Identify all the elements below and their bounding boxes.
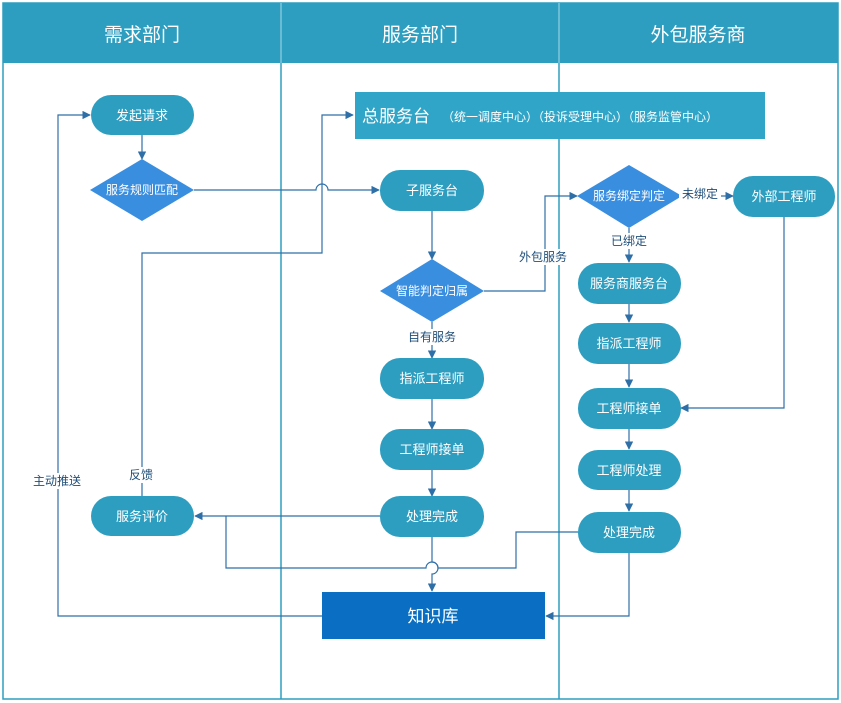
- node-dispatch-1-label: 指派工程师: [399, 372, 464, 387]
- node-dispatch-2[interactable]: [578, 323, 681, 364]
- node-knowledge-base[interactable]: [322, 592, 545, 639]
- node-dispatch-2-label: 指派工程师: [596, 337, 661, 352]
- edge-kb-push-to-initiate: [57, 110, 322, 617]
- node-main-desk[interactable]: [355, 92, 765, 139]
- node-evaluate[interactable]: [91, 496, 194, 536]
- lane-title-service: 服务部门: [382, 24, 458, 46]
- node-binding-label: 服务绑定判定: [593, 188, 665, 203]
- node-accept-2[interactable]: [578, 388, 681, 429]
- node-external-engineer[interactable]: [733, 176, 835, 217]
- node-main-desk-label: 总服务台: [362, 107, 430, 127]
- node-initiate-label: 发起请求: [116, 108, 168, 124]
- edge-feedback-to-main-desk: [141, 110, 354, 496]
- edge-external-to-accept2: [680, 217, 785, 413]
- node-evaluate-label: 服务评价: [116, 509, 168, 525]
- node-rule-match-label: 服务规则匹配: [106, 182, 178, 197]
- node-smart-judge-label: 智能判定归属: [396, 283, 468, 298]
- lane-title-demand: 需求部门: [104, 24, 180, 46]
- node-rule-match[interactable]: [90, 159, 194, 221]
- node-accept-1-label: 工程师接单: [399, 442, 464, 458]
- edge-judge-to-binding: [484, 191, 578, 292]
- label-unbound: 未绑定: [682, 186, 718, 201]
- node-sub-desk-label: 子服务台: [406, 183, 458, 199]
- node-done-2-label: 处理完成: [603, 526, 655, 541]
- label-feedback: 反馈: [129, 468, 153, 482]
- node-process-2[interactable]: [578, 450, 681, 490]
- node-vendor-desk-label: 服务商服务台: [590, 276, 668, 292]
- label-bound: 已绑定: [611, 233, 647, 248]
- node-done-1[interactable]: [380, 496, 484, 537]
- edge-vendor-done-to-kb: [545, 553, 630, 621]
- node-process-2-label: 工程师处理: [596, 464, 661, 479]
- label-outsource: 外包服务: [519, 249, 567, 264]
- node-done-1-label: 处理完成: [406, 510, 458, 525]
- node-done-2[interactable]: [578, 512, 681, 553]
- label-own-service: 自有服务: [408, 329, 456, 344]
- lane-header-bar: [3, 3, 838, 63]
- node-accept-2-label: 工程师接单: [596, 401, 661, 417]
- node-binding[interactable]: [577, 165, 682, 228]
- lane-title-vendor: 外包服务商: [650, 24, 745, 46]
- node-sub-desk[interactable]: [380, 170, 484, 211]
- node-main-desk-note: （统一调度中心）（投诉受理中心）（服务监管中心）: [442, 109, 718, 124]
- node-vendor-desk[interactable]: [578, 263, 681, 304]
- node-knowledge-base-label: 知识库: [408, 607, 459, 627]
- node-accept-1[interactable]: [380, 429, 484, 470]
- node-smart-judge[interactable]: [380, 259, 484, 322]
- label-push: 主动推送: [33, 473, 81, 488]
- edge-vendor-done-to-evaluate: [225, 516, 578, 569]
- node-external-engineer-label: 外部工程师: [751, 190, 816, 205]
- node-initiate[interactable]: [91, 95, 194, 135]
- node-dispatch-1[interactable]: [380, 358, 484, 399]
